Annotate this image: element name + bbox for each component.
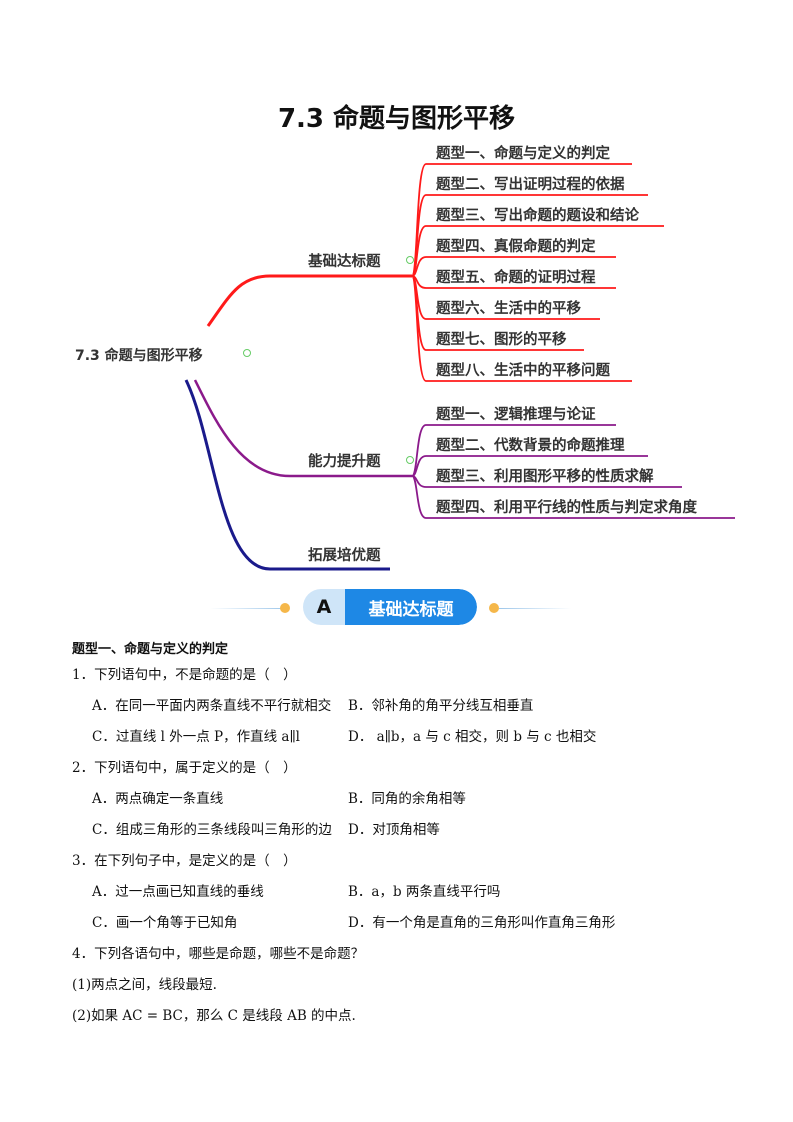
answer-option: B．邻补角的角平分线互相垂直 [348,698,534,714]
banner-dot-right [489,603,499,613]
topic-connector [411,455,648,477]
banner-line-right [499,608,571,609]
branch-2-connector [193,379,412,478]
answer-option: B．同角的余角相等 [348,791,466,807]
topic-connector [411,475,735,519]
mindmap-topic: 题型四、真假命题的判定 [436,239,596,255]
mindmap-branch: 拓展培优题 [308,548,381,564]
mindmap-topic: 题型六、生活中的平移 [436,301,581,317]
answer-option: C．组成三角形的三条线段叫三角形的边 [92,822,332,838]
answer-option: D．有一个角是直角的三角形叫作直角三角形 [348,915,616,931]
branch-2-sub-connectors [411,424,735,519]
sub-question: (1)两点之间，线段最短. [72,977,217,993]
mindmap-topic: 题型一、命题与定义的判定 [436,146,610,162]
topic-connector [411,275,632,382]
mindmap-topic: 题型二、写出证明过程的依据 [436,177,625,193]
mindmap-topic: 题型四、利用平行线的性质与判定求角度 [436,500,697,516]
answer-option: A．在同一平面内两条直线不平行就相交 [92,698,332,714]
mindmap-topic: 题型八、生活中的平移问题 [436,363,610,379]
section-heading: 题型一、命题与定义的判定 [72,642,229,657]
topic-connector [411,256,616,277]
mindmap-branch: 能力提升题 [308,454,381,470]
banner-line-left [210,608,285,609]
mindmap-root: 7.3 命题与图形平移 [75,348,203,364]
collapse-toggle-icon[interactable] [243,349,251,357]
mindmap-topic: 题型三、写出命题的题设和结论 [436,208,639,224]
answer-option: B．a，b 两条直线平行吗 [348,884,501,900]
mindmap-topic: 题型五、命题的证明过程 [436,270,596,286]
branch-1-sub-connectors [411,163,664,382]
question-stem: 4．下列各语句中，哪些是命题，哪些不是命题？ [72,946,365,962]
answer-option: C．画一个角等于已知角 [92,915,238,931]
answer-option: D．对顶角相等 [348,822,440,838]
mindmap-topic: 题型三、利用图形平移的性质求解 [436,469,654,485]
banner-label: 基础达标题 [345,589,477,625]
mindmap-branch: 基础达标题 [308,254,381,270]
collapse-toggle-icon[interactable] [406,256,414,264]
question-stem: 1．下列语句中，不是命题的是（ ） [72,667,297,683]
answer-option: A．两点确定一条直线 [92,791,224,807]
collapse-toggle-icon[interactable] [406,456,414,464]
section-banner: A 基础达标题 [303,589,477,625]
answer-option: C．过直线 l 外一点 P，作直线 a∥l [92,729,300,745]
branch-1-connector [206,274,412,327]
mindmap-topic: 题型七、图形的平移 [436,332,567,348]
page-title: 7.3 命题与图形平移 [277,104,516,134]
branch-3-connector [184,379,390,571]
mindmap-topic: 题型二、代数背景的命题推理 [436,438,625,454]
answer-option: A．过一点画已知直线的垂线 [92,884,264,900]
answer-option: D． a∥b，a 与 c 相交，则 b 与 c 也相交 [348,729,597,745]
banner-letter: A [303,589,345,625]
mindmap-connectors [184,163,735,571]
mindmap-topic: 题型一、逻辑推理与论证 [436,407,596,423]
question-stem: 2．下列语句中，属于定义的是（ ） [72,760,297,776]
banner-dot-left [280,603,290,613]
sub-question: (2)如果 AC = BC，那么 C 是线段 AB 的中点. [72,1008,356,1024]
question-stem: 3．在下列句子中，是定义的是（ ） [72,853,297,869]
